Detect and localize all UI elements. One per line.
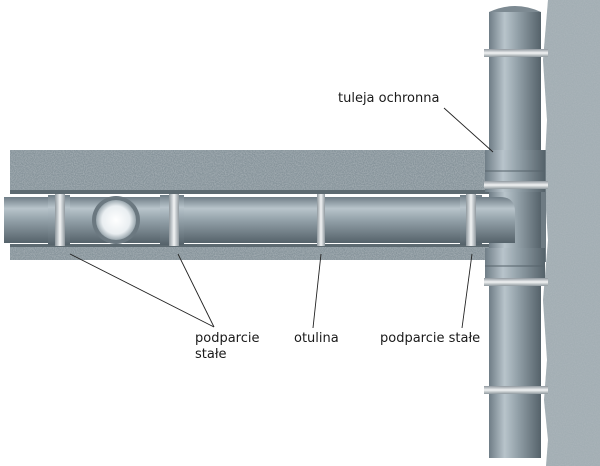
label-podparcie-stale-left-line1: podparcie [195, 331, 260, 346]
horizontal-clamps [55, 194, 476, 246]
clamp-support-right [466, 194, 476, 246]
clamp-support-left-1 [55, 194, 65, 246]
concrete-slab [10, 150, 490, 260]
leader-sleeve [443, 107, 494, 153]
label-tuleja-ochronna: tuleja ochronna [338, 91, 439, 106]
leader-support-right [461, 253, 473, 329]
clamp-insulation [317, 194, 325, 246]
wall [543, 0, 600, 466]
label-podparcie-stale-left-line2: stałe [195, 347, 227, 362]
leader-support-left-b [177, 253, 215, 328]
vertical-clamps [484, 49, 548, 394]
label-otulina: otulina [294, 331, 339, 346]
pipe-cross-section [92, 196, 140, 244]
leader-insulation [312, 253, 322, 329]
horizontal-pipe [4, 195, 515, 245]
clamp-support-left-2 [169, 194, 179, 246]
leader-support-left-a [69, 253, 215, 328]
label-podparcie-stale-right: podparcie stałe [380, 331, 480, 346]
leader-lines [69, 107, 494, 329]
